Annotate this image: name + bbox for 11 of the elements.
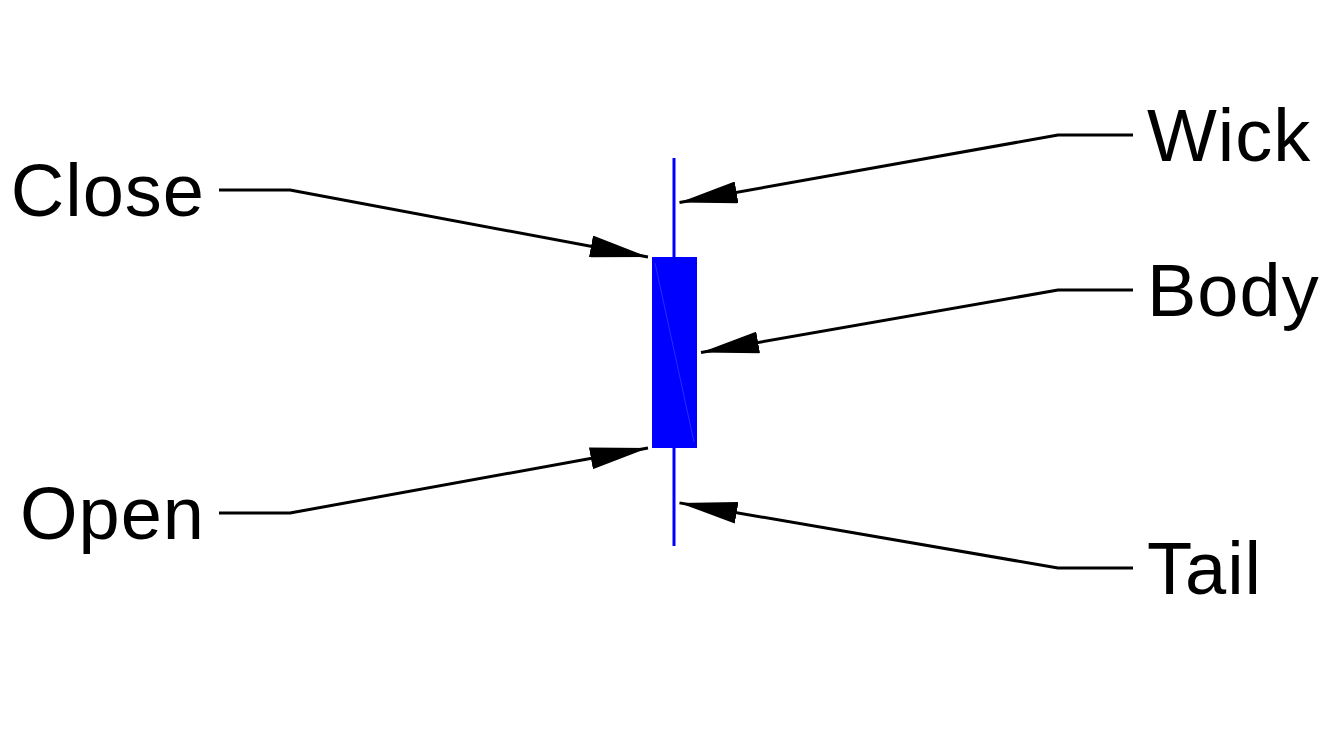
wick-line [672,158,676,257]
tail-line [672,448,676,546]
callout-label: Wick [1147,99,1312,173]
callout-label: Close [10,154,205,228]
leader-line [679,501,1133,570]
leader-line [219,188,649,259]
callout-label: Tail [1147,532,1263,606]
leader-line [679,133,1133,205]
leader-line [219,446,649,515]
candle-body [652,257,697,448]
leader-line [700,288,1133,354]
